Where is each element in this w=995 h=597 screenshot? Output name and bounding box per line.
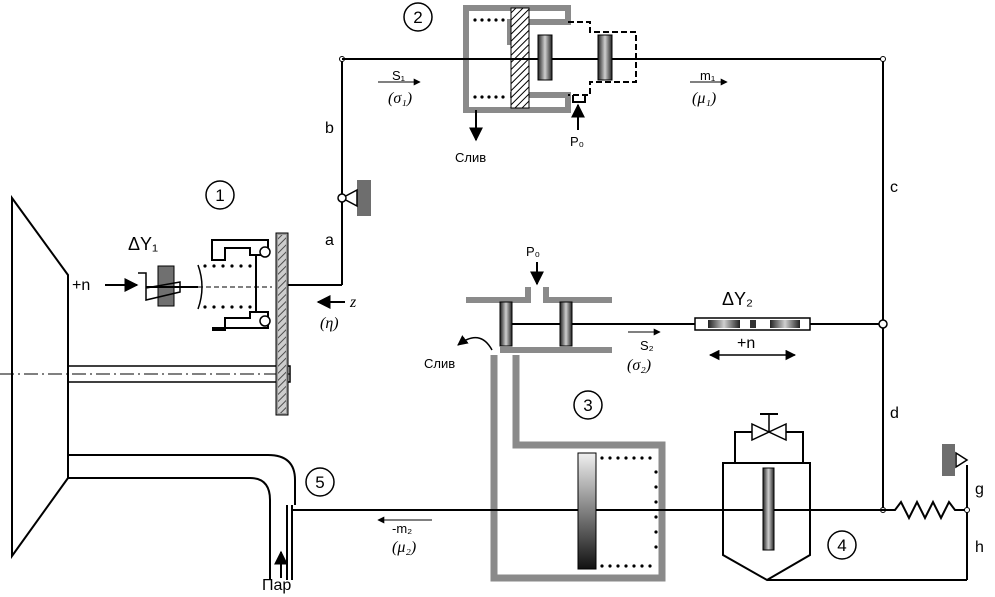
node-c-label: c — [890, 179, 898, 196]
delta-y1-label: ΔY₁ — [128, 234, 158, 254]
node-h-label: h — [975, 539, 984, 556]
mu2-label: (μ₂) — [392, 539, 416, 556]
s1-label: S₁ — [392, 68, 406, 83]
s2-label: S₂ — [640, 338, 654, 353]
node-d-label: d — [890, 405, 899, 422]
drain-mid-arrow — [457, 335, 493, 351]
delta-y2-label: ΔY₂ — [722, 289, 753, 309]
eta-label: (η) — [320, 315, 339, 332]
m2-label: -m₂ — [392, 521, 412, 536]
component-5-number: 5 — [315, 473, 324, 492]
feedback-spring — [883, 444, 970, 580]
main-servomotor — [466, 287, 695, 582]
sigma2-label: (σ₂) — [627, 357, 651, 374]
feedback-link — [878, 56, 888, 513]
p0-mid-label: P₀ — [526, 244, 540, 259]
p0-top-label: P₀ — [570, 134, 584, 149]
speed-governor — [138, 232, 342, 416]
node-g-label: g — [975, 481, 984, 498]
pilot-servo — [342, 5, 883, 113]
mu1-label: (μ₁) — [692, 90, 716, 107]
sigma1-label: (σ₁) — [388, 90, 412, 107]
node-b-label: b — [325, 120, 334, 137]
drain-mid-label: Слив — [424, 356, 455, 371]
m1-label: m₁ — [700, 68, 716, 83]
lever-ab — [337, 56, 371, 285]
steam-label: Пар — [262, 577, 291, 594]
speed-input-label: +n — [72, 277, 90, 294]
steam-pipe — [68, 454, 296, 580]
z-label: z — [349, 294, 357, 311]
delta-y2-direction: +n — [737, 335, 755, 352]
component-2-number: 2 — [413, 8, 422, 27]
drain-top-label: Слив — [455, 150, 486, 165]
damper — [722, 413, 967, 582]
component-3-number: 3 — [583, 396, 592, 415]
delta-y2-adjuster — [694, 317, 879, 331]
component-4-number: 4 — [837, 536, 846, 555]
component-1-number: 1 — [215, 186, 224, 205]
node-a-label: a — [325, 232, 334, 249]
component-markers — [205, 2, 857, 560]
